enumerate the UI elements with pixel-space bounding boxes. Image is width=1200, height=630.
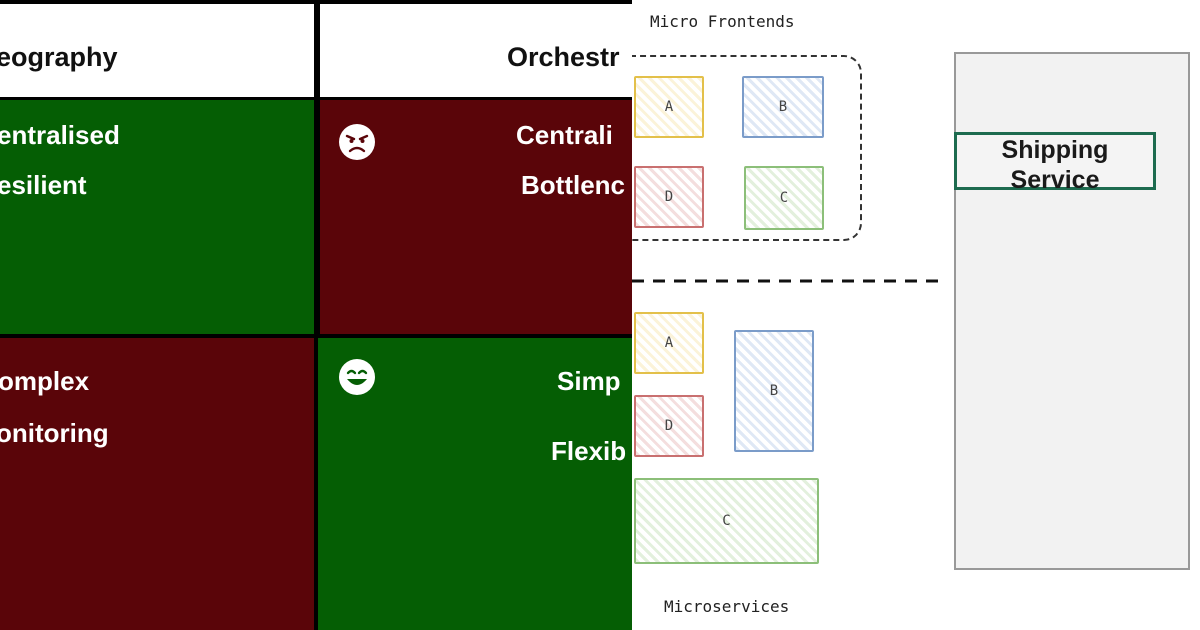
service-box-d: D: [634, 395, 704, 457]
frontend-box-c-label: C: [779, 190, 789, 206]
service-box-a-label: A: [664, 335, 674, 351]
orchestration-positive-line1: Simp: [557, 366, 621, 396]
frontend-box-b: B: [742, 76, 824, 138]
architecture-sketch: Micro Frontends A B D C A B D C Microser…: [632, 0, 1200, 630]
grinning-face-icon: [339, 359, 375, 395]
angry-face-icon: [339, 124, 375, 160]
service-box-d-label: D: [664, 418, 674, 434]
header-choreography: eography: [0, 4, 314, 97]
cell-orchestration-positive: Simp Flexib: [318, 338, 632, 630]
choreography-negative-line2: onitoring: [0, 418, 109, 448]
frontend-box-c: C: [744, 166, 824, 230]
choreography-negative-line1: omplex: [0, 366, 90, 396]
micro-frontends-label: Micro Frontends: [650, 12, 795, 31]
microservices-label: Microservices: [664, 597, 790, 616]
service-box-a: A: [634, 312, 704, 374]
choreography-positive-line1: entralised: [0, 120, 120, 150]
choreography-positive-line2: esilient: [0, 170, 87, 200]
comparison-matrix: eography Orchestr entralised esilient Ce…: [0, 0, 632, 630]
service-box-b: B: [734, 330, 814, 452]
frontend-box-d: D: [634, 166, 704, 228]
frontend-box-a: A: [634, 76, 704, 138]
frontend-box-d-label: D: [664, 189, 674, 205]
shipping-service-box: Shipping Service: [954, 132, 1156, 194]
header-orchestration-label: Orchestr: [507, 42, 620, 72]
header-choreography-label: eography: [0, 42, 118, 72]
shipping-service-line1: Shipping: [1001, 136, 1109, 164]
orchestration-positive-line2: Flexib: [551, 436, 627, 466]
cell-choreography-negative: omplex onitoring: [0, 338, 314, 630]
service-panel: [954, 52, 1190, 570]
service-box-c-label: C: [722, 513, 731, 529]
service-box-b-label: B: [769, 383, 779, 399]
frontend-box-b-label: B: [778, 99, 788, 115]
cell-choreography-positive: entralised esilient: [0, 100, 314, 334]
orchestration-negative-line2: Bottlenc: [521, 170, 625, 200]
service-box-c: C: [634, 478, 819, 564]
micro-frontends-container: [632, 55, 862, 241]
header-orchestration: Orchestr: [320, 4, 632, 97]
orchestration-negative-line1: Centrali: [516, 120, 613, 150]
frontend-box-a-label: A: [664, 99, 674, 115]
cell-orchestration-negative: Centrali Bottlenc: [320, 100, 632, 334]
shipping-service-line2: Service: [1010, 166, 1100, 194]
